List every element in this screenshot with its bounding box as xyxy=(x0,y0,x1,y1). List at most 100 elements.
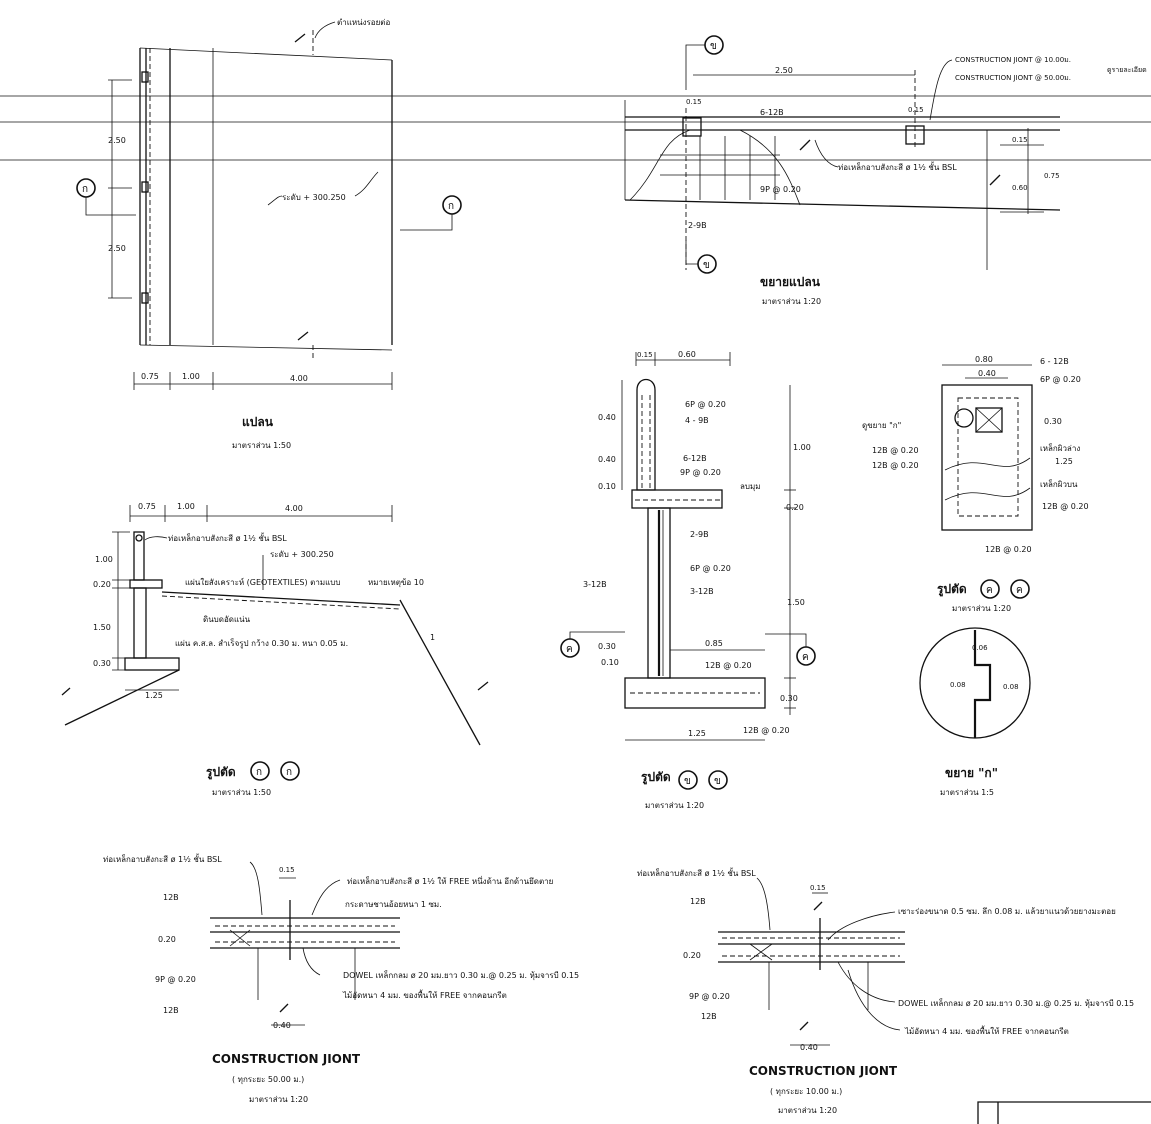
sc-r7: เหล็กผิวบน xyxy=(1040,479,1078,489)
sb-dim-040b: 0.40 xyxy=(598,455,616,464)
dt-dim-075: 0.75 xyxy=(1044,172,1060,180)
dk-scale: มาตราส่วน 1:5 xyxy=(940,788,994,797)
sc-scale: มาตราส่วน 1:20 xyxy=(952,604,1011,613)
sa-dim-030: 0.30 xyxy=(93,659,111,668)
sc-mark2: ค xyxy=(1016,585,1023,596)
dt-dim-250: 2.50 xyxy=(775,66,793,75)
sc-title: รูปตัด xyxy=(937,582,967,597)
sc-r3: ดูขยาย "ก" xyxy=(862,421,901,431)
sa-dim-100: 1.00 xyxy=(177,502,195,511)
dk-d3: 0.08 xyxy=(1003,683,1019,691)
dt-rebar-6-12b: 6-12B xyxy=(760,108,784,117)
sb-r2: 4 - 9B xyxy=(685,416,709,425)
sb-dim-020: 0.20 xyxy=(786,503,804,512)
dt-joint-50: CONSTRUCTION JIONT @ 50.00ม. xyxy=(955,74,1071,82)
plan-dim-100: 1.00 xyxy=(182,372,200,381)
sb-dim-125: 1.25 xyxy=(688,729,706,738)
dt-dim-015a: 0.15 xyxy=(686,98,702,106)
plan-dim-075: 0.75 xyxy=(141,372,159,381)
plan-top-note: ตำแหน่งรอยต่อ xyxy=(337,18,390,27)
sa-slope: 1 xyxy=(430,633,435,642)
sb-r7: 6P @ 0.20 xyxy=(690,564,731,573)
sa-mark2: ก xyxy=(286,767,292,778)
cj10-groove: เซาะร่องขนาด 0.5 ซม. ลึก 0.08 ม. แล้วยาแ… xyxy=(898,907,1116,916)
sa-dim-150: 1.50 xyxy=(93,623,111,632)
plan-dim-400: 4.00 xyxy=(290,374,308,383)
sc-r9: 12B @ 0.20 xyxy=(985,545,1032,554)
sb-r5: ลบมุม xyxy=(740,482,761,491)
cj10-stir: 9P @ 0.20 xyxy=(689,992,730,1001)
sb-dim-040a: 0.40 xyxy=(598,413,616,422)
sc-dim-080: 0.80 xyxy=(975,355,993,364)
enlarged-plan: 2.50 0.15 0.15 ข ข CONSTRUCTION JIONT @ … xyxy=(624,35,1147,306)
dt-mark-bottom: ข xyxy=(703,260,710,271)
cj50-wood: ไม้อัดหนา 4 มม. ของพื้นให้ FREE จากคอนกร… xyxy=(342,989,507,1000)
sa-scale: มาตราส่วน 1:50 xyxy=(212,788,271,797)
dt-rebar-2-9b: 2-9B xyxy=(688,221,707,230)
detail-k: 0.06 0.08 0.08 ขยาย "ก" มาตราส่วน 1:5 xyxy=(919,627,1031,797)
dt-pipe: ท่อเหล็กอาบสังกะสี ø 1½ ชั้น BSL xyxy=(838,161,957,172)
section-c-c: 0.80 0.40 6 - 12B 6P @ 0.20 ดูขยาย "ก" 0… xyxy=(862,355,1089,613)
sb-dim-100: 1.00 xyxy=(793,443,811,452)
section-a-a: 0.75 1.00 4.00 1.00 0.20 1.50 0.30 1.25 … xyxy=(61,502,489,797)
sb-dim-030b: 0.30 xyxy=(780,694,798,703)
sc-dim-030: 0.30 xyxy=(1044,417,1062,426)
sa-note-level: ระดับ + 300.250 xyxy=(270,550,334,559)
dt-mark-top: ข xyxy=(710,41,717,52)
dt-scale: มาตราส่วน 1:20 xyxy=(762,297,821,306)
sc-dim-125: 1.25 xyxy=(1055,457,1073,466)
dt-dim-015r: 0.15 xyxy=(1012,136,1028,144)
title-block-corner xyxy=(977,1101,1151,1124)
sc-r5: 12B @ 0.20 xyxy=(872,461,919,470)
sb-dim-060: 0.60 xyxy=(678,350,696,359)
sb-mark2: ข xyxy=(714,776,721,787)
sb-r11: 12B @ 0.20 xyxy=(743,726,790,735)
cj50-dim-015: 0.15 xyxy=(279,866,295,874)
cj50-scale: มาตราส่วน 1:20 xyxy=(249,1095,308,1104)
cj50-dim-020: 0.20 xyxy=(158,935,176,944)
sa-dim-400: 4.00 xyxy=(285,504,303,513)
sb-dim-010: 0.10 xyxy=(598,482,616,491)
cj10-12b-top: 12B xyxy=(690,897,706,906)
dt-stirrup: 9P @ 0.20 xyxy=(760,185,801,194)
sb-cut-left: ค xyxy=(566,644,573,655)
cj50-pipe-free: ท่อเหล็กอาบสังกะสี ø 1½ ให้ FREE หนึ่งด้… xyxy=(347,875,553,886)
plan-title: แปลน xyxy=(242,415,274,429)
sc-r1: 6 - 12B xyxy=(1040,357,1069,366)
sc-r8: 12B @ 0.20 xyxy=(1042,502,1089,511)
sb-r10: 12B @ 0.20 xyxy=(705,661,752,670)
plan-mark-left: ก xyxy=(82,184,88,195)
cj50-12b-bot: 12B xyxy=(163,1006,179,1015)
dk-title: ขยาย "ก" xyxy=(945,766,998,780)
cj10-pipe: ท่อเหล็กอาบสังกะสี ø 1½ ชั้น BSL xyxy=(637,867,756,878)
sa-mark1: ก xyxy=(256,767,262,778)
plan-mark-right: ก xyxy=(448,201,454,212)
cj10-dim-020: 0.20 xyxy=(683,951,701,960)
sc-r6: เหล็กผิวล่าง xyxy=(1040,443,1080,453)
cj10-title: CONSTRUCTION JIONT xyxy=(749,1064,898,1078)
sb-dim-015: 0.15 xyxy=(637,351,653,359)
sc-dim-040: 0.40 xyxy=(978,369,996,378)
sb-r1: 6P @ 0.20 xyxy=(685,400,726,409)
sb-dim-010b: 0.10 xyxy=(601,658,619,667)
cj50-stir: 9P @ 0.20 xyxy=(155,975,196,984)
dk-d2: 0.08 xyxy=(950,681,966,689)
cj10-scale: มาตราส่วน 1:20 xyxy=(778,1106,837,1115)
sb-r9: 3-12B xyxy=(690,587,714,596)
dt-title: ขยายแปลน xyxy=(760,275,821,289)
sa-title: รูปตัด xyxy=(206,765,236,780)
dk-d1: 0.06 xyxy=(972,644,988,652)
plan-scale: มาตราส่วน 1:50 xyxy=(232,441,291,450)
sb-dim-085: 0.85 xyxy=(705,639,723,648)
sa-note-geo2: หมายเหตุข้อ 10 xyxy=(368,578,424,587)
dt-joint-10: CONSTRUCTION JIONT @ 10.00ม. xyxy=(955,56,1071,64)
sc-r4: 12B @ 0.20 xyxy=(872,446,919,455)
cj10-dim-040: 0.40 xyxy=(800,1043,818,1052)
plan-level: ระดับ + 300.250 xyxy=(282,193,346,202)
sa-dim-125: 1.25 xyxy=(145,691,163,700)
sa-note-geo: แผ่นใยสังเคราะห์ (GEOTEXTILES) ตามแบบ xyxy=(185,577,340,587)
plan-dim-250b: 2.50 xyxy=(108,244,126,253)
sb-dim-030a: 0.30 xyxy=(598,642,616,651)
cj50-12b-top: 12B xyxy=(163,893,179,902)
